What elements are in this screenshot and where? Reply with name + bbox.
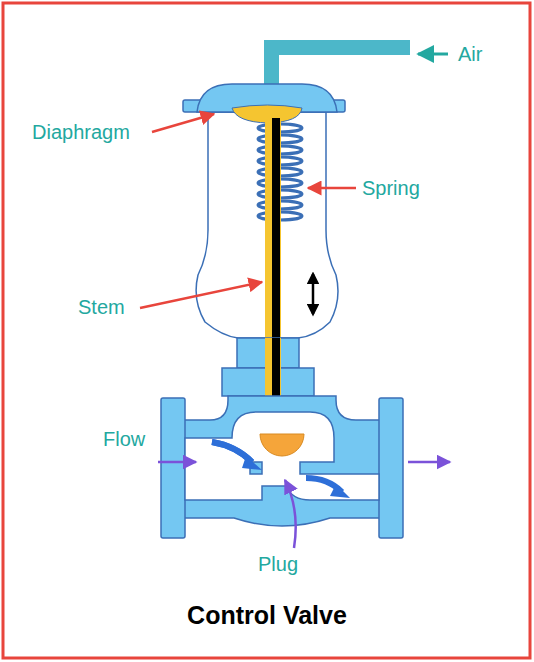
outlet-flange — [379, 398, 403, 538]
flow-arrow-in-head — [242, 456, 262, 470]
caption: Control Valve — [0, 600, 534, 630]
plug-label: Plug — [258, 552, 298, 576]
valve-body — [184, 396, 380, 526]
stem-leader — [140, 282, 262, 308]
spring-leader — [308, 187, 356, 190]
flow-label: Flow — [103, 427, 145, 451]
diaphragm-label: Diaphragm — [32, 120, 130, 144]
stem-label: Stem — [78, 295, 125, 319]
air-arrow — [418, 53, 448, 56]
outlet-flow-arrow — [408, 461, 450, 464]
motion-arrow — [312, 274, 315, 314]
spring-label: Spring — [362, 176, 420, 200]
inlet-flow-arrow — [158, 461, 196, 464]
plug — [260, 434, 304, 456]
inlet-flange — [161, 398, 185, 538]
air-label: Air — [458, 42, 482, 66]
frame — [3, 3, 530, 658]
flow-passage — [185, 412, 379, 500]
flow-arrow-out-head — [330, 484, 350, 498]
stem — [272, 118, 280, 432]
plug-leader — [285, 480, 296, 548]
diaphragm-leader — [152, 114, 214, 132]
